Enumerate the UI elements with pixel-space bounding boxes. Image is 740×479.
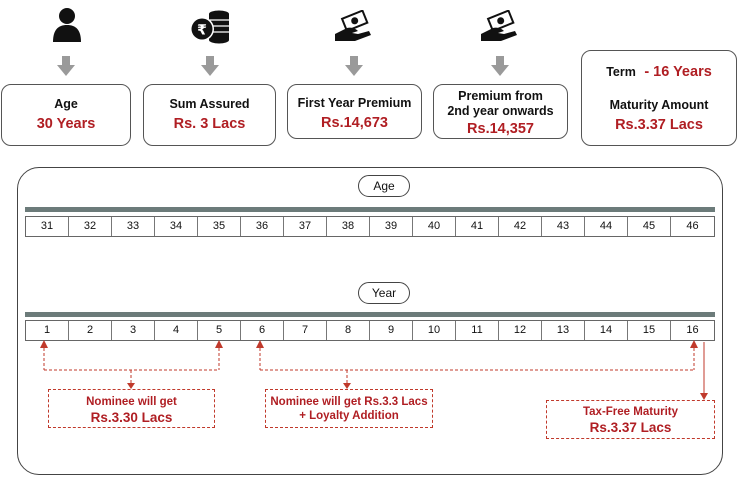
premium-later-value: Rs.14,357 — [467, 121, 534, 137]
age-card-value: 30 Years — [36, 116, 96, 132]
age-cell: 41 — [456, 217, 499, 236]
cash-hand-icon — [335, 10, 371, 41]
age-cell: 34 — [155, 217, 198, 236]
year-cell: 1 — [26, 321, 69, 340]
maturity-amount-label: Maturity Amount — [609, 98, 709, 112]
term-label: Term — [606, 65, 636, 79]
down-arrow-icon — [345, 56, 363, 76]
age-cell: 42 — [499, 217, 542, 236]
age-cell: 45 — [628, 217, 671, 236]
maturity-callout-value: Rs.3.37 Lacs — [589, 420, 672, 435]
age-cell: 39 — [370, 217, 413, 236]
svg-text:₹: ₹ — [197, 23, 207, 39]
term-value: - 16 Years — [644, 64, 712, 80]
sum-assured-card: Sum Assured Rs. 3 Lacs — [143, 84, 276, 146]
nominee-callout-1: Nominee will get Rs.3.30 Lacs — [48, 389, 215, 428]
rupee-coins-icon: ₹ — [190, 10, 229, 44]
year-timeline-title: Year — [358, 282, 410, 304]
year-cell: 3 — [112, 321, 155, 340]
year-cell: 5 — [198, 321, 241, 340]
nominee-callout-2: Nominee will get Rs.3.3 Lacs + Loyalty A… — [265, 389, 433, 428]
premium-later-card: Premium from 2nd year onwards Rs.14,357 — [433, 84, 568, 139]
person-icon — [53, 8, 81, 42]
age-cell: 44 — [585, 217, 628, 236]
age-timeline-title: Age — [358, 175, 410, 197]
year-cell: 4 — [155, 321, 198, 340]
maturity-callout-text: Tax-Free Maturity — [582, 406, 678, 418]
sum-assured-label: Sum Assured — [169, 97, 250, 111]
age-cell: 31 — [26, 217, 69, 236]
year-cell: 15 — [628, 321, 671, 340]
nominee-callout-2-line2: + Loyalty Addition — [299, 410, 399, 422]
sum-assured-value: Rs. 3 Lacs — [173, 116, 246, 132]
year-cell: 10 — [413, 321, 456, 340]
year-timeline-bar — [25, 312, 715, 317]
year-cell: 9 — [370, 321, 413, 340]
age-timeline-bar — [25, 207, 715, 212]
first-premium-label: First Year Premium — [297, 96, 412, 110]
down-arrow-icon — [491, 56, 509, 76]
year-cell: 2 — [69, 321, 112, 340]
year-cell: 16 — [686, 324, 699, 336]
age-cell: 38 — [327, 217, 370, 236]
term-row: Term - 16 Years — [582, 63, 736, 81]
age-card: Age 30 Years — [1, 84, 131, 146]
year-cell: 11 — [456, 321, 499, 340]
nominee-callout-1-text: Nominee will get — [86, 396, 177, 408]
age-cell: 33 — [112, 217, 155, 236]
year-cell: 8 — [327, 321, 370, 340]
age-cell: 43 — [542, 217, 585, 236]
age-card-label: Age — [54, 97, 78, 111]
year-cell: 7 — [284, 321, 327, 340]
cash-hand-icon — [481, 10, 517, 41]
age-cell: 36 — [241, 217, 284, 236]
nominee-callout-1-value: Rs.3.30 Lacs — [90, 410, 173, 425]
age-cell: 35 — [198, 217, 241, 236]
premium-later-label-line1: Premium from — [458, 89, 543, 103]
age-cell: 32 — [69, 217, 112, 236]
down-arrow-icon — [201, 56, 219, 76]
first-premium-value: Rs.14,673 — [321, 115, 388, 131]
first-premium-card: First Year Premium Rs.14,673 — [287, 84, 422, 139]
year-cell: 13 — [542, 321, 585, 340]
age-cell: 37 — [284, 217, 327, 236]
down-arrow-icon — [57, 56, 75, 76]
year-cell: 6 — [241, 321, 284, 340]
year-cell: 14 — [585, 321, 628, 340]
term-maturity-card: Term - 16 Years Maturity Amount Rs.3.37 … — [581, 50, 737, 146]
age-cell: 46 — [686, 220, 699, 232]
premium-later-label-line2: 2nd year onwards — [447, 104, 554, 118]
maturity-callout: Tax-Free Maturity Rs.3.37 Lacs — [546, 400, 715, 439]
age-cell: 40 — [413, 217, 456, 236]
year-cell: 12 — [499, 321, 542, 340]
maturity-amount-value: Rs.3.37 Lacs — [615, 117, 703, 133]
nominee-callout-2-line1: Nominee will get Rs.3.3 Lacs — [270, 396, 428, 408]
